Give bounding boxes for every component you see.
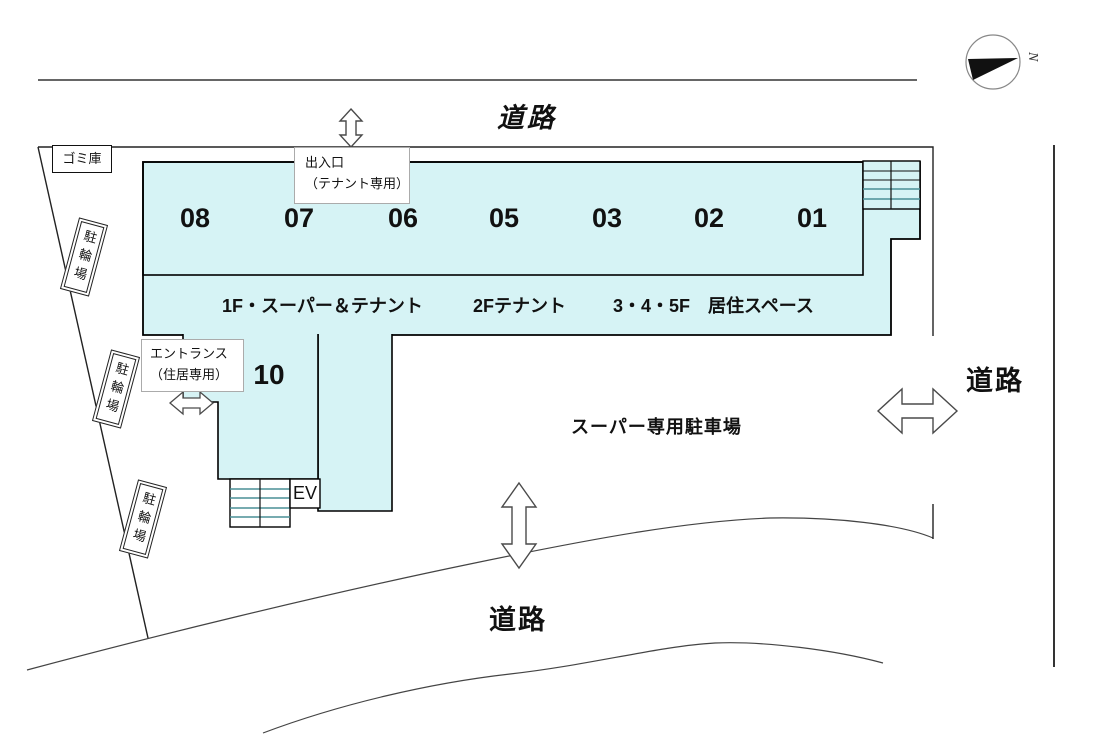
right-road-access-arrow-icon — [876, 387, 959, 435]
garbage-storage-box: ゴミ庫 — [52, 145, 112, 173]
road-label-bottom: 道路 — [489, 605, 547, 635]
unit-label-05: 05 — [488, 203, 520, 233]
road-label-right: 道路 — [966, 366, 1024, 396]
unit-label-02: 02 — [693, 203, 725, 233]
floor-usage-1f: 1F・スーパー＆テナント — [222, 296, 423, 316]
staircase-bottom-left-icon — [229, 478, 291, 528]
bottom-road-access-arrow-icon — [500, 481, 538, 570]
tenant-entrance-arrow-icon — [338, 107, 364, 149]
bicycle-parking-label-3: 駐輪場 — [128, 489, 158, 549]
residential-entrance-arrow-icon — [168, 390, 215, 416]
unit-label-01: 01 — [796, 203, 828, 233]
compass-north-icon: N — [965, 34, 1040, 90]
unit-label-07: 07 — [283, 203, 315, 233]
bottom-road-upper-curve — [26, 517, 934, 671]
residential-entrance-note-line1: エントランス — [150, 346, 228, 361]
unit-label-03: 03 — [591, 203, 623, 233]
site-boundary-left-slant — [37, 146, 149, 639]
staircase-top-right-icon — [862, 160, 921, 210]
floor-usage-2f: 2Fテナント — [473, 296, 567, 316]
residential-entrance-note-line2: （住居専用） — [150, 366, 229, 382]
tenant-entrance-note-line1: 出入口 — [305, 155, 345, 170]
bottom-road-lower-curve — [262, 642, 884, 734]
units-row-outline — [142, 161, 864, 276]
bicycle-parking-label-1: 駐輪場 — [69, 227, 99, 287]
residential-entrance-note: エントランス （住居専用） — [141, 339, 244, 392]
bicycle-parking-label-2: 駐輪場 — [101, 359, 131, 419]
elevator-shaft — [289, 478, 321, 509]
unit-label-10: 10 — [253, 359, 285, 390]
compass-north-letter: N — [1025, 51, 1040, 62]
supermarket-parking-label: スーパー専用駐車場 — [571, 417, 742, 437]
building-column-fill — [318, 334, 392, 511]
elevator-label: EV — [292, 483, 317, 503]
road-label-top: 道路 — [497, 103, 557, 133]
unit-label-08: 08 — [179, 203, 211, 233]
unit-label-06: 06 — [387, 203, 419, 233]
tenant-entrance-note: 出入口 （テナント専用） — [294, 147, 410, 204]
tenant-entrance-note-line2: （テナント専用） — [305, 175, 410, 191]
floor-usage-345f: 3・4・5F 居住スペース — [613, 296, 814, 316]
